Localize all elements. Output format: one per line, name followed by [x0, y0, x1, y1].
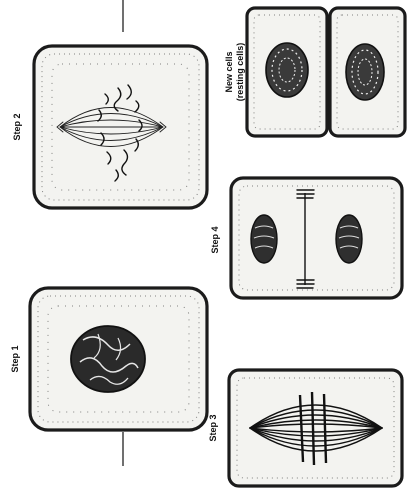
label-step3: Step 3	[208, 414, 218, 441]
nucleus-step4-right	[336, 215, 362, 263]
nucleus-new-cell-right	[346, 44, 384, 100]
label-resting-cells: (resting cells)	[235, 43, 245, 102]
cell-step3: Step 3	[208, 370, 402, 486]
label-step4: Step 4	[210, 226, 220, 253]
cell-step2: Step 2	[12, 46, 207, 208]
nucleus-new-cell-left	[266, 43, 308, 97]
label-new-cells: New cells	[224, 51, 234, 92]
cell-step4: Step 4	[210, 178, 402, 298]
cell-new-cells: New cells (resting cells)	[224, 8, 405, 136]
label-step1: Step 1	[10, 345, 20, 372]
cell-step1: Step 1	[10, 288, 207, 430]
nucleus-step4-left	[251, 215, 277, 263]
label-step2: Step 2	[12, 113, 22, 140]
nucleus-step1	[71, 326, 145, 392]
